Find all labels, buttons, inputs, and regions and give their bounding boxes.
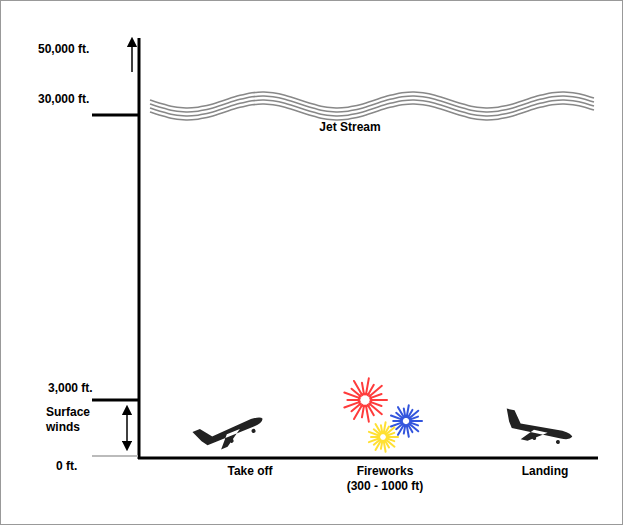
landing-plane	[501, 409, 575, 450]
tick-0	[92, 455, 138, 457]
altitude-axis	[138, 38, 141, 459]
fireworks-bursts	[344, 378, 422, 451]
burst	[344, 378, 387, 421]
event-label: Landing	[500, 464, 590, 479]
tick-3000	[92, 399, 140, 402]
surface-wind-arrow	[126, 410, 128, 446]
axis-label: 30,000 ft.	[38, 92, 118, 107]
jet-stream-label: Jet Stream	[290, 120, 410, 135]
burst	[391, 405, 422, 437]
up-arrow	[131, 42, 133, 72]
jet-stream-waves	[150, 92, 594, 120]
burst	[369, 422, 398, 452]
axis-label: 3,000 ft.	[48, 381, 128, 396]
axis-label: 0 ft.	[56, 459, 116, 474]
event-label: Fireworks (300 - 1000 ft)	[320, 464, 450, 494]
tick-30000	[92, 114, 140, 117]
takeoff-plane	[192, 406, 267, 457]
axis-label: 50,000 ft.	[38, 42, 118, 57]
axis-label: Surface winds	[46, 405, 104, 435]
wave-line	[150, 104, 594, 120]
ground-line	[138, 457, 598, 460]
event-label: Take off	[200, 464, 300, 479]
